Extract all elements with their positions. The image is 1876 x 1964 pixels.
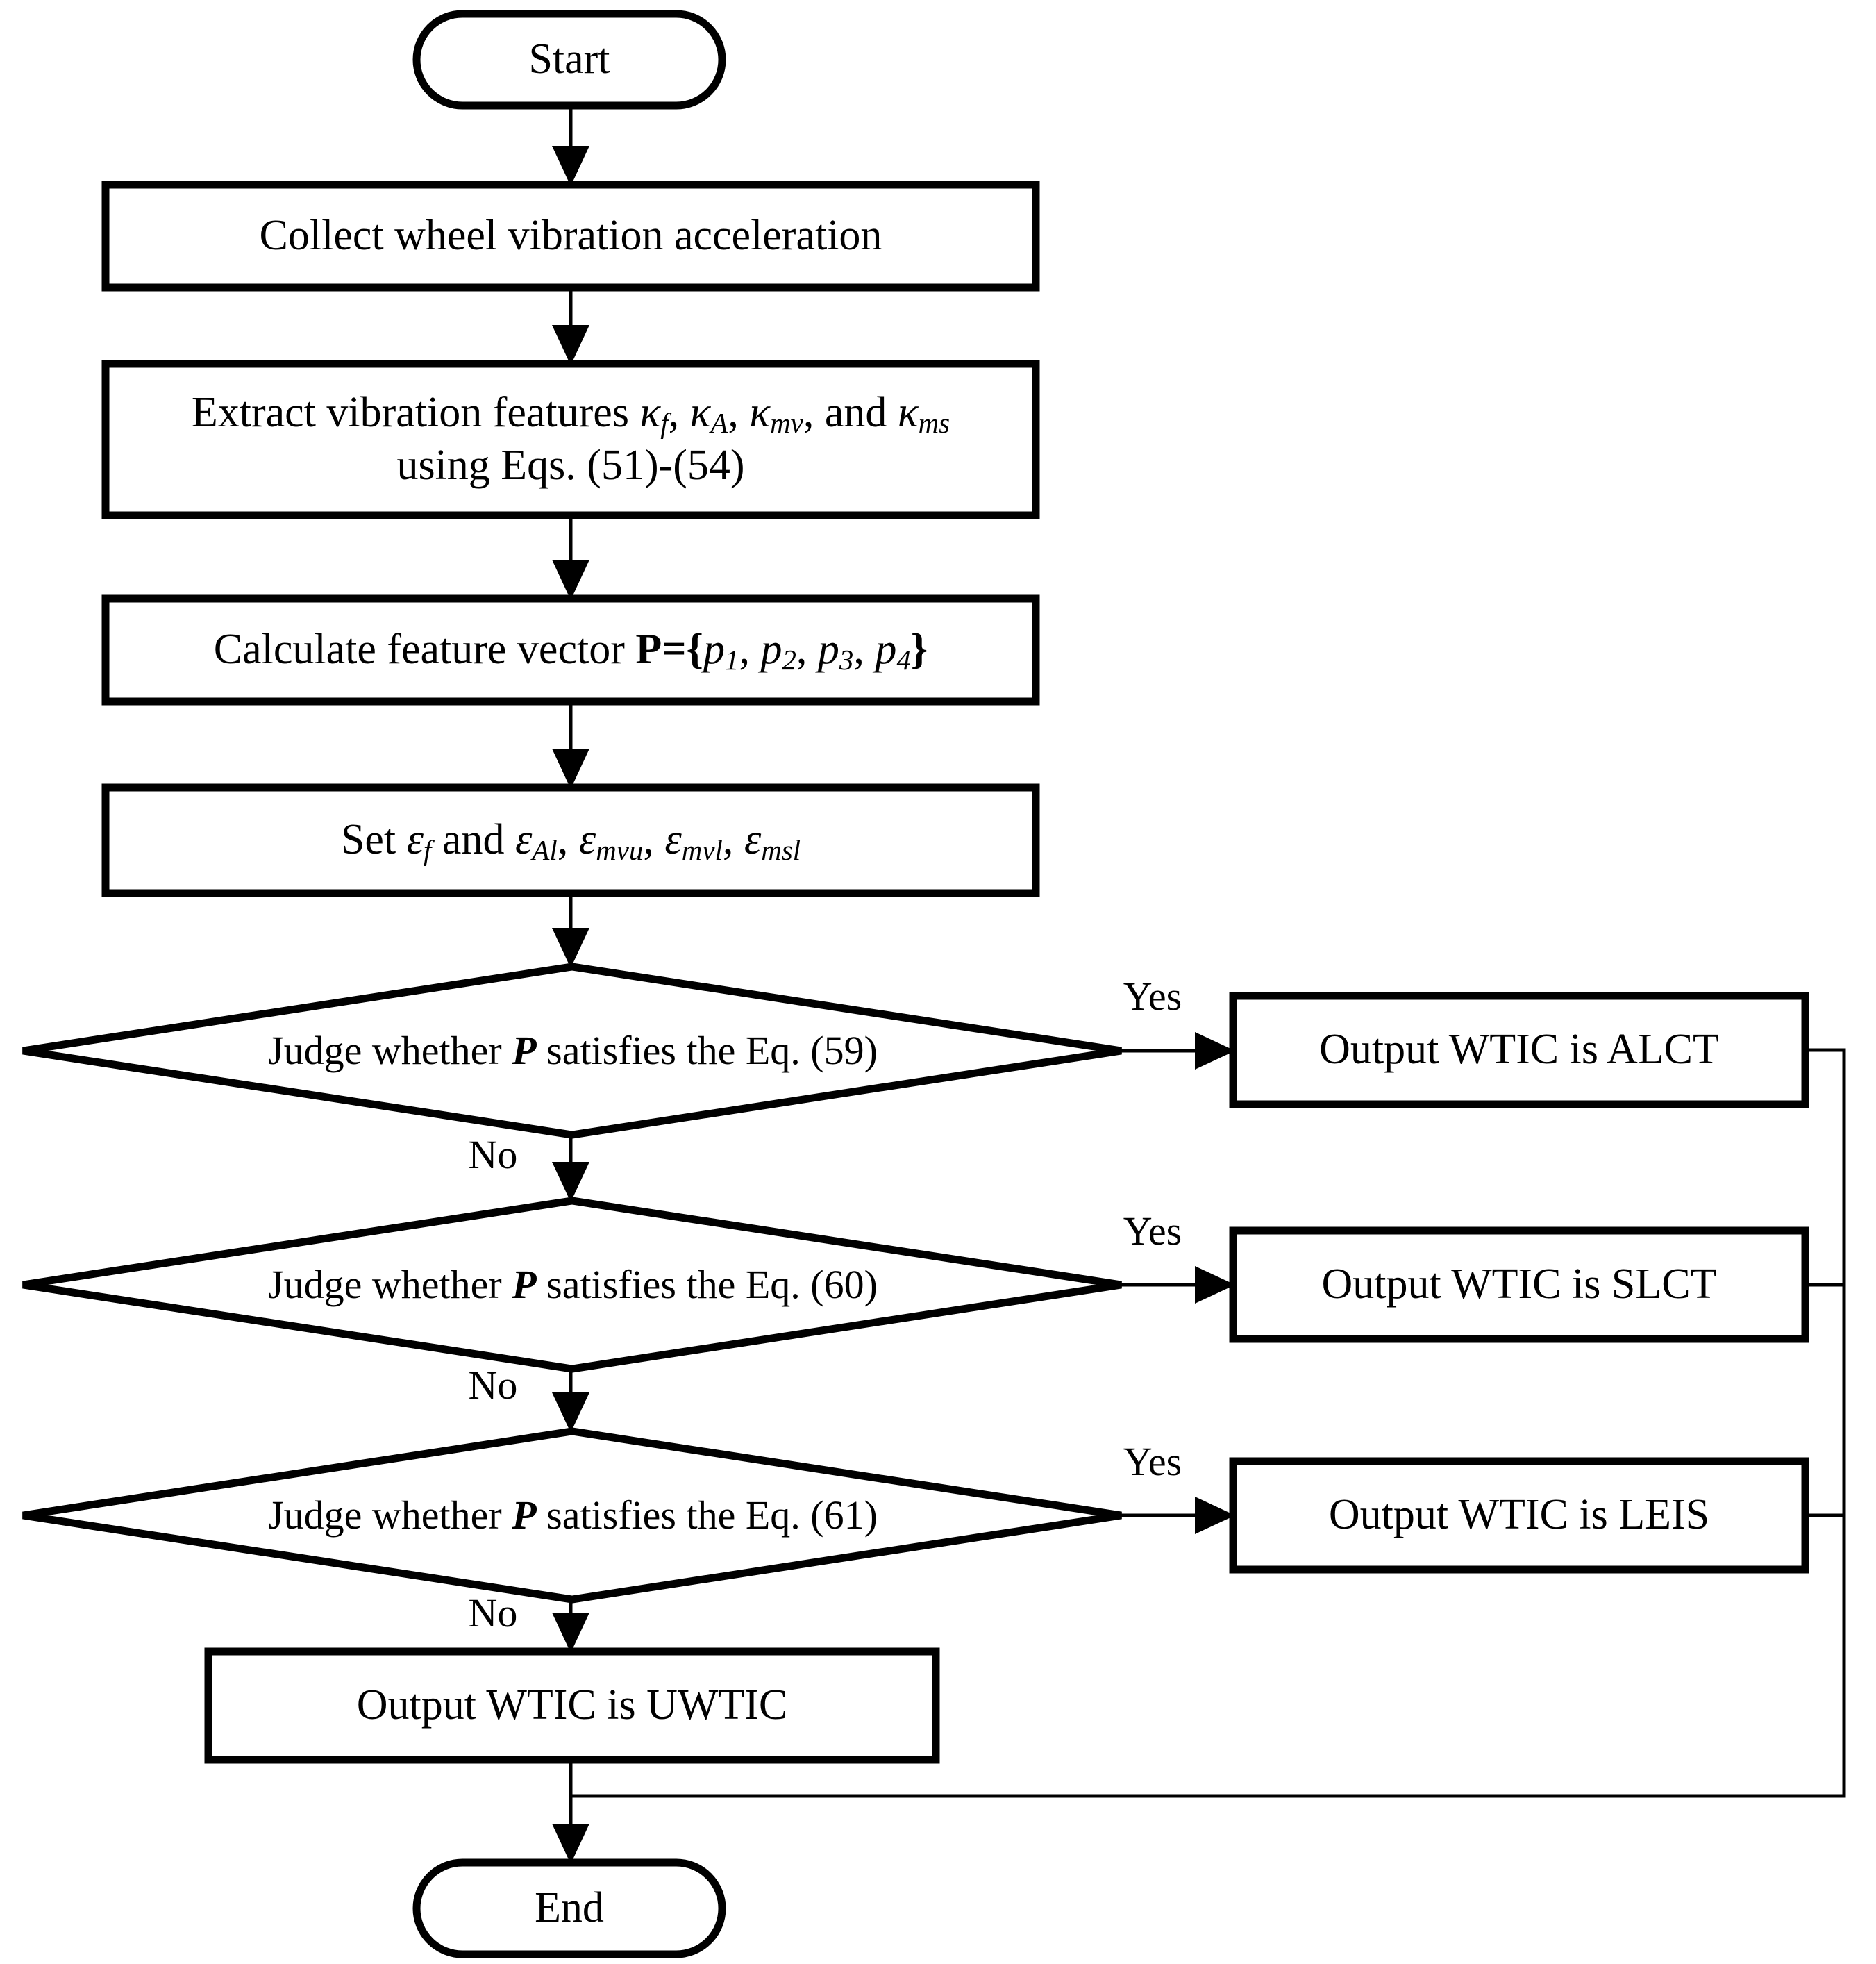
arrowhead-decision2-no — [552, 1392, 589, 1433]
node-set-shape — [101, 783, 1040, 897]
edge-alct-return — [571, 1048, 1846, 1798]
arrowhead-start-to-collect — [552, 146, 589, 186]
node-decision2-shape — [22, 1197, 1122, 1373]
arrowhead-extract-to-vector — [552, 560, 589, 600]
node-vector-shape — [101, 594, 1040, 706]
arrowhead-decision3-no — [552, 1613, 589, 1653]
node-decision3-shape — [22, 1427, 1122, 1604]
node-extract-shape — [101, 360, 1040, 519]
node-out-alct-shape — [1229, 992, 1809, 1108]
node-decision1-shape — [22, 963, 1122, 1139]
node-start-shape — [412, 10, 726, 110]
arrowhead-uwtic-to-end — [552, 1824, 589, 1864]
arrowhead-collect-to-extract — [552, 325, 589, 365]
arrowhead-decision3-yes — [1195, 1497, 1235, 1534]
node-out-slct-shape — [1229, 1226, 1809, 1343]
arrowhead-decision1-no — [552, 1162, 589, 1202]
arrowhead-decision2-yes — [1195, 1266, 1235, 1304]
node-collect-shape — [101, 181, 1040, 292]
node-end-shape — [412, 1858, 726, 1958]
arrowhead-decision1-yes — [1195, 1032, 1235, 1070]
node-out-leis-shape — [1229, 1457, 1809, 1574]
arrowhead-vector-to-set — [552, 749, 589, 789]
arrowhead-set-to-decision1 — [552, 928, 589, 968]
node-out-uwtic-shape — [204, 1647, 940, 1764]
